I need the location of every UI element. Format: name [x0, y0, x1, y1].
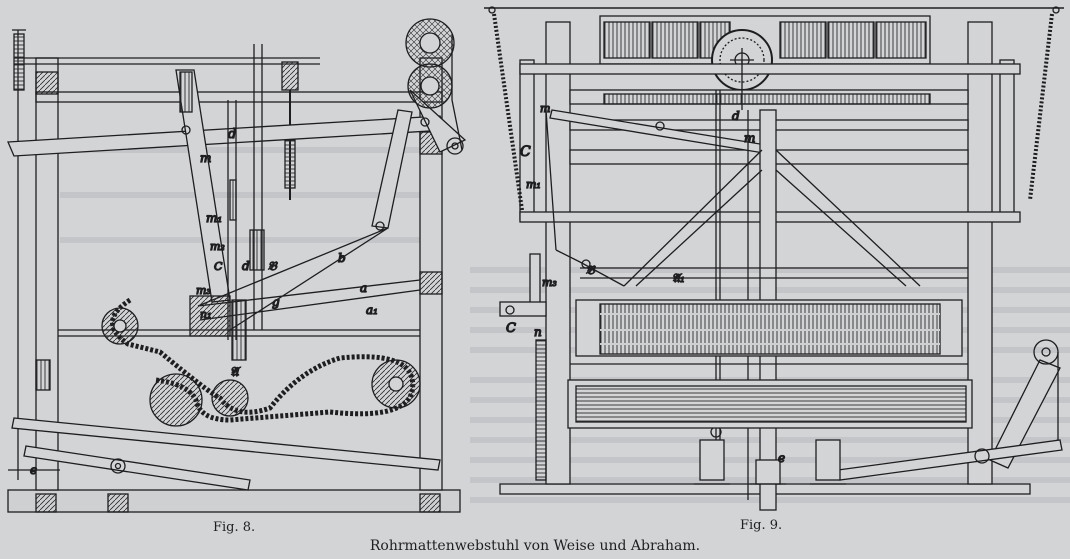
- svg-text:a₁: a₁: [366, 303, 378, 317]
- fig8-label: Fig. 8.: [213, 520, 256, 535]
- svg-text:m₃: m₃: [542, 276, 557, 289]
- svg-text:𝔄₁: 𝔄₁: [672, 271, 685, 285]
- svg-text:e: e: [778, 451, 785, 465]
- svg-text:m: m: [200, 151, 211, 165]
- fig9-letter: C: [520, 144, 531, 160]
- svg-text:m: m: [540, 102, 550, 115]
- svg-text:m₁: m₁: [206, 211, 222, 225]
- svg-text:m₂: m₂: [210, 240, 225, 253]
- fig8-letter: d: [228, 127, 236, 142]
- svg-text:d: d: [732, 109, 740, 123]
- fig8-top-spools: [405, 18, 463, 151]
- svg-text:m: m: [744, 131, 755, 145]
- svg-text:C: C: [214, 260, 223, 273]
- svg-text:𝔅: 𝔅: [268, 259, 278, 273]
- figure-caption: Rohrmattenwebstuhl von Weise und Abraham…: [369, 538, 701, 554]
- fig9-front-view: C m₁ m d m 𝔅 𝔄₁ m₃ C n e: [484, 6, 1064, 511]
- fig9-label: Fig. 9.: [740, 518, 783, 533]
- svg-text:𝔄: 𝔄: [230, 365, 241, 380]
- fig8-belt: [110, 297, 416, 423]
- svg-text:𝔅: 𝔅: [586, 263, 596, 277]
- fig8-side-view: d m m₁ m₂ C m₃ n₁ d 𝔅 b a a₁ g 𝔄 e: [7, 18, 467, 513]
- svg-text:n₁: n₁: [200, 308, 212, 321]
- svg-text:d: d: [242, 259, 250, 273]
- svg-text:m₁: m₁: [526, 178, 541, 191]
- svg-text:m₃: m₃: [196, 284, 211, 297]
- svg-text:n: n: [534, 325, 542, 339]
- svg-text:b: b: [338, 251, 346, 265]
- svg-text:a: a: [360, 281, 367, 295]
- svg-text:e: e: [30, 463, 37, 477]
- fig8-base-beam: [7, 489, 461, 513]
- svg-text:C: C: [506, 321, 516, 336]
- svg-text:g: g: [272, 295, 280, 309]
